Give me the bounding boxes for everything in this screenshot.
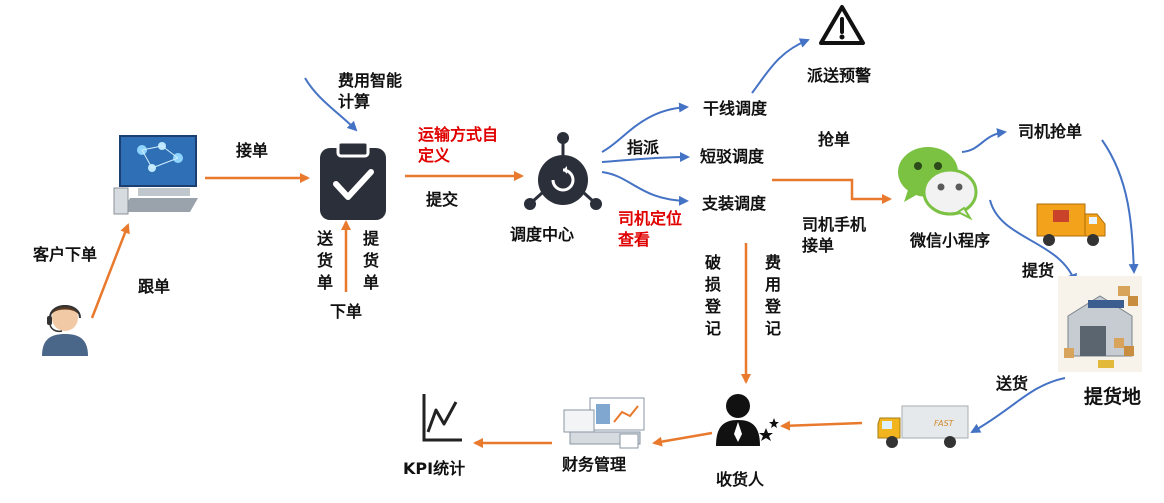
trunk-dispatch-label: 干线调度	[703, 99, 768, 118]
arrow-dispatch-to-wechat	[772, 178, 892, 204]
arrow-to-trunk	[601, 102, 689, 153]
delivery-warning-label: 派送预警	[807, 66, 872, 85]
arrow-receiver-to-finance	[652, 431, 713, 447]
clipboard-check-icon	[318, 140, 388, 222]
fee-register-label: 费用登记	[764, 253, 781, 338]
load-dispatch-label: 支装调度	[702, 194, 767, 213]
arrow-to-warning	[751, 38, 810, 94]
pickup-note-label: 提货单	[362, 229, 379, 292]
warehouse-icon	[1058, 276, 1142, 372]
kpi-label: KPI统计	[403, 459, 466, 478]
receiver-label: 收货人	[716, 470, 765, 489]
delivery-note-label: 送货单	[316, 229, 333, 292]
assign-label: 指派	[627, 138, 660, 157]
pickup-location-label: 提货地	[1084, 386, 1142, 408]
arrow-customer-to-computer	[90, 223, 130, 319]
arrow-warehouse-to-truck	[970, 377, 1066, 433]
place-order-label: 下单	[330, 302, 363, 321]
line-chart-icon	[420, 392, 464, 444]
person-stars-icon	[716, 392, 780, 450]
deliver-label: 送货	[996, 374, 1029, 393]
pickup-label: 提货	[1022, 261, 1055, 280]
follow-up-label: 跟单	[138, 277, 171, 296]
finance-desk-icon	[560, 396, 646, 450]
driver-location-label: 司机定位查看	[618, 209, 683, 249]
arrow-wechat-to-warehouse	[989, 199, 1078, 284]
customer-order-label: 客户下单	[33, 245, 98, 264]
delivery-truck-icon: FAST	[876, 402, 970, 450]
arrow-grab-to-warehouse	[1101, 139, 1139, 274]
arrow-truck-to-receiver	[780, 420, 863, 431]
smart-fee-label: 费用智能计算	[338, 71, 403, 111]
damage-register-label: 破损登记	[704, 253, 721, 338]
grab-order-label: 抢单	[818, 130, 851, 149]
dispatch-hub-icon	[522, 130, 604, 218]
arrow-to-driver-grab	[961, 128, 1007, 153]
arrow-to-short	[601, 152, 690, 163]
wechat-icon	[894, 142, 980, 221]
driver-grab-label: 司机抢单	[1018, 122, 1083, 141]
arrow-to-load	[601, 171, 689, 206]
dispatch-center-label: 调度中心	[510, 225, 575, 244]
arrow-smart-fee	[304, 77, 358, 132]
submit-label: 提交	[426, 190, 459, 209]
custom-transport-label: 运输方式自定义	[418, 125, 499, 165]
driver-mobile-accept-label: 司机手机接单	[802, 215, 867, 255]
wechat-app-label: 微信小程序	[910, 231, 991, 250]
accept-order-label: 接单	[236, 141, 269, 160]
computer-icon	[112, 132, 200, 218]
short-dispatch-label: 短驳调度	[700, 147, 765, 166]
headset-agent-icon	[40, 298, 90, 356]
finance-label: 财务管理	[562, 455, 627, 474]
cargo-truck-icon	[1035, 200, 1107, 248]
svg-text:FAST: FAST	[934, 419, 955, 428]
warning-triangle-icon	[818, 4, 866, 46]
